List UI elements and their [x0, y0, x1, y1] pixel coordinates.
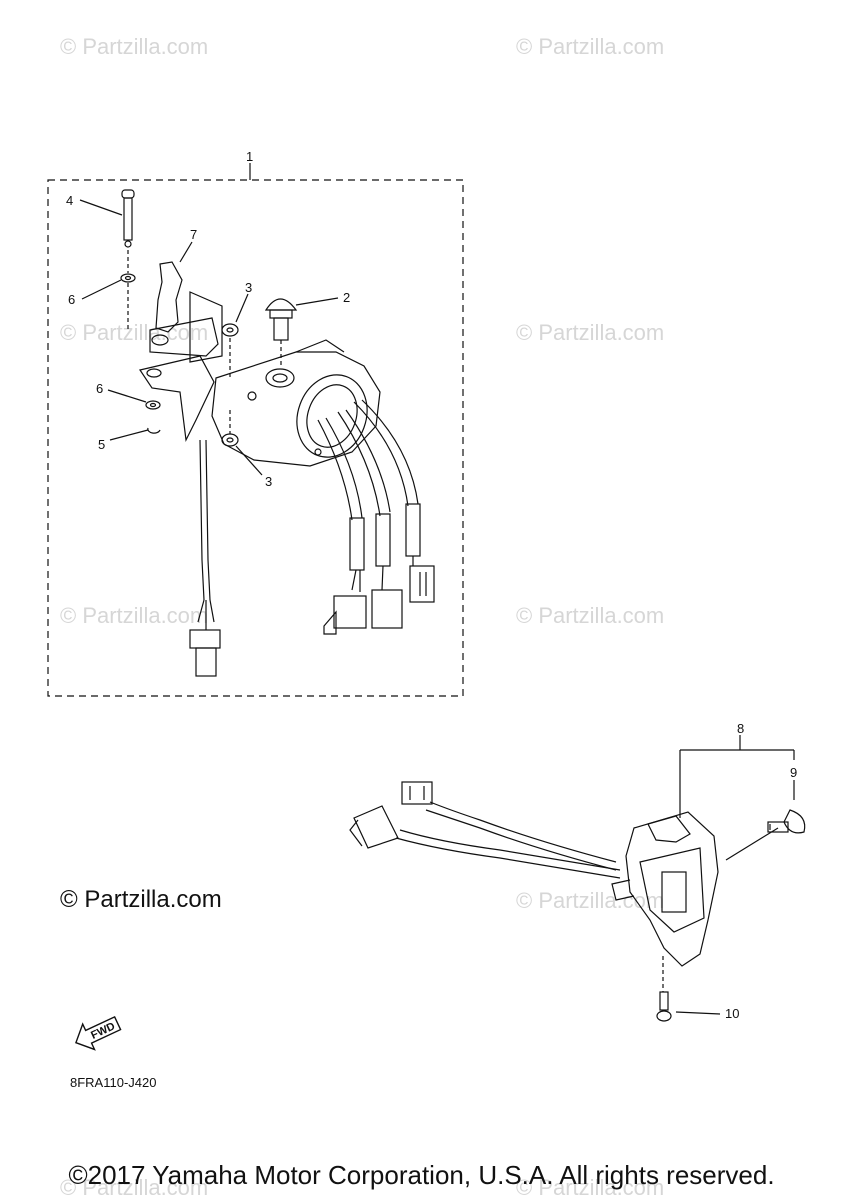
- leader-4: [79, 199, 123, 216]
- assembly-outline: [47, 179, 464, 697]
- throttle-lever-part: [139, 261, 223, 443]
- grommet-part: [221, 323, 239, 337]
- callout-2: 2: [343, 290, 351, 305]
- washer-part: [120, 273, 136, 283]
- watermark: © Partzilla.com: [60, 34, 209, 59]
- leader-2: [295, 297, 339, 306]
- callout-10: 10: [725, 1006, 740, 1021]
- connector-part: [189, 629, 221, 677]
- callout-6: 6: [96, 381, 104, 396]
- leader-7: [179, 241, 193, 263]
- screw-part: [767, 809, 806, 834]
- clip-part: [147, 427, 161, 434]
- leader-10: [675, 1011, 721, 1015]
- copyright-notice: ©2017 Yamaha Motor Corporation, U.S.A. A…: [68, 1160, 775, 1190]
- brand-text: © Partzilla.com: [60, 886, 222, 913]
- connector-part: [349, 781, 433, 849]
- callout-4: 4: [66, 193, 74, 208]
- leader-6b: [107, 389, 147, 403]
- bolt-part: [656, 991, 672, 1022]
- switch-harness: [399, 829, 621, 871]
- watermark: © Partzilla.com: [60, 320, 209, 345]
- watermark: © Partzilla.com: [516, 603, 665, 628]
- callout-1: 1: [246, 149, 254, 164]
- watermark: © Partzilla.com: [60, 603, 209, 628]
- connector-part: [323, 565, 435, 635]
- watermark: © Partzilla.com: [60, 1175, 209, 1200]
- leader-3a: [235, 293, 249, 323]
- callout-8: 8: [737, 721, 745, 736]
- button-part: [264, 298, 298, 341]
- callout-6: 6: [68, 292, 76, 307]
- fwd-label: FWD: [89, 1020, 117, 1041]
- leader-5: [109, 429, 149, 441]
- watermark: © Partzilla.com: [516, 320, 665, 345]
- pin-part: [121, 189, 135, 248]
- diagram-code: 8FRA110-J420: [70, 1075, 157, 1090]
- lever-cable: [199, 439, 205, 601]
- washer-part: [145, 400, 161, 410]
- leader-3b: [235, 445, 263, 476]
- callout-5: 5: [98, 437, 106, 452]
- callout-3: 3: [245, 280, 253, 295]
- watermark: © Partzilla.com: [516, 1175, 665, 1200]
- leader-6a: [81, 279, 122, 300]
- callout-7: 7: [190, 227, 198, 242]
- callout-3: 3: [265, 474, 273, 489]
- harness-cable: [317, 419, 353, 521]
- handlebar-switch-part: [611, 811, 719, 967]
- watermark: © Partzilla.com: [516, 888, 665, 913]
- watermark: © Partzilla.com: [516, 34, 665, 59]
- fwd-arrow-icon: FWD: [75, 1015, 122, 1051]
- callout-9: 9: [790, 765, 798, 780]
